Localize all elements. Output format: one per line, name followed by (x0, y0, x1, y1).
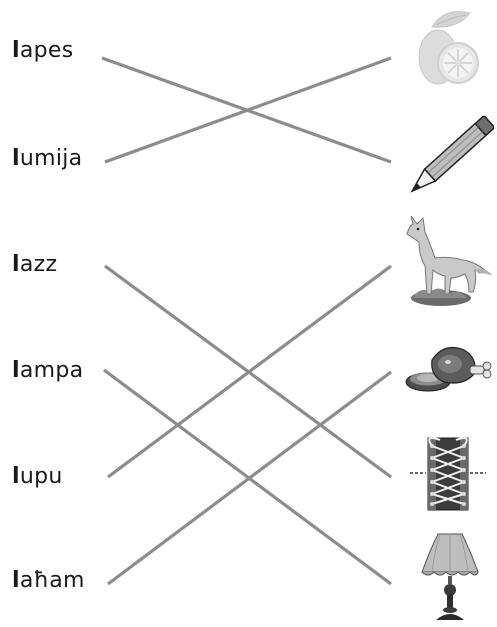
lamp-icon (421, 533, 479, 620)
line-lumija-lemon (104, 56, 392, 164)
word-lumija[interactable]: lumija (12, 146, 83, 171)
pencil-icon (410, 115, 494, 193)
shoelace-icon (410, 437, 486, 511)
wolf-icon (406, 215, 493, 306)
word-lampa[interactable]: lampa (12, 358, 84, 383)
word-lupu[interactable]: lupu (12, 464, 63, 489)
word-lazz[interactable]: lazz (12, 252, 58, 277)
line-lupu-meat (107, 264, 392, 479)
lemon-icon (418, 11, 479, 85)
meat-icon (405, 347, 492, 392)
word-lapes[interactable]: lapes (12, 38, 74, 63)
line-laham-shoelace (107, 370, 392, 586)
word-laham[interactable]: laħam (12, 568, 85, 593)
line-lampa-lamp (103, 368, 392, 586)
